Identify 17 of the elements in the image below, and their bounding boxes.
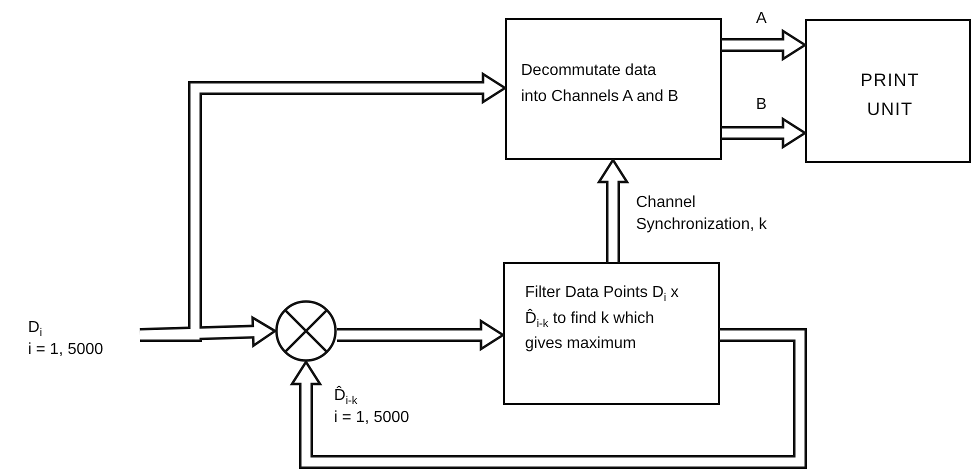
box-label: Decommutate data into Channels A and B: [521, 61, 680, 107]
hollow-arrow: [722, 30, 806, 60]
process-box: [505, 18, 722, 160]
box-label: PRINT UNIT: [860, 69, 920, 121]
signal-label: D̂$_{i-k}$: [334, 386, 358, 406]
process-box: [503, 262, 720, 405]
signal-label: i = 1, 5000: [28, 340, 104, 360]
process-box: [805, 19, 971, 163]
signal-label: D$_{i}$: [28, 318, 42, 338]
signal-label: i = 1, 5000: [334, 408, 410, 428]
hollow-arrow: [290, 328, 807, 469]
box-label: Filter Data Points D$_{i}$ x D̂$_{i-k}$ to find k which gives maximum: [525, 283, 680, 354]
hollow-arrow: [598, 158, 628, 262]
multiplier-symbol: [275, 300, 337, 362]
hollow-arrow: [140, 316, 276, 347]
hollow-arrow: [337, 320, 504, 350]
hollow-arrow: [722, 118, 806, 148]
